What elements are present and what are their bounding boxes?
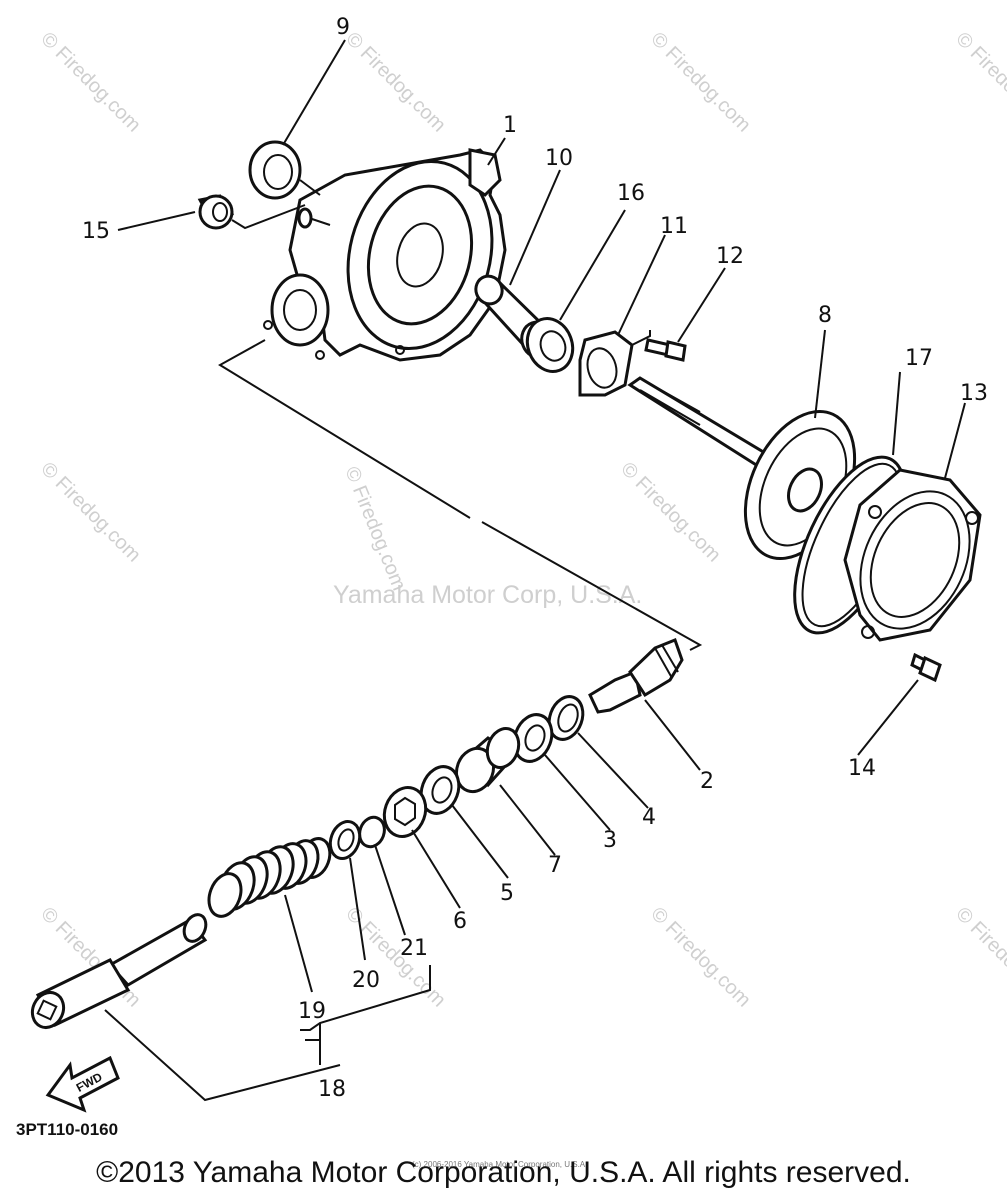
callout-4: 4 <box>642 805 656 830</box>
callout-2: 2 <box>700 769 714 794</box>
callout-18: 18 <box>318 1077 346 1102</box>
callout-20: 20 <box>352 968 380 993</box>
copyright-small: (c) 2006-2016 Yamaha Motor Corporation, … <box>412 1160 588 1169</box>
clip-21 <box>358 815 386 849</box>
leader-lines <box>117 39 966 993</box>
drive-shaft-18 <box>30 913 208 1030</box>
copyright-notice: ©2013 Yamaha Motor Corporation, U.S.A. A… <box>96 1156 911 1189</box>
callout-numbers: 9 1 10 16 11 12 15 8 17 13 14 2 4 3 7 5 … <box>82 15 988 1102</box>
cover-13 <box>843 468 982 642</box>
collar-15 <box>197 194 306 230</box>
watermark-center: Yamaha Motor Corp, U.S.A. <box>333 581 642 609</box>
plate-11 <box>578 330 634 397</box>
callout-11: 11 <box>660 214 688 239</box>
watermark-site-3: © Firedog.com <box>646 28 755 137</box>
callout-5: 5 <box>500 881 514 906</box>
final-gear-case <box>263 148 507 362</box>
callout-14: 14 <box>848 756 876 781</box>
watermark-site-4: © Firedog.com <box>951 28 1007 137</box>
callout-1: 1 <box>503 113 517 138</box>
callout-15: 15 <box>82 219 110 244</box>
callout-17: 17 <box>905 346 933 371</box>
bearing-5 <box>419 765 461 815</box>
watermark-site-11: © Firedog.com <box>951 903 1007 1012</box>
callout-8: 8 <box>818 303 832 328</box>
washer-20 <box>328 820 362 860</box>
watermark-site-10: © Firedog.com <box>646 903 755 1012</box>
callout-13: 13 <box>960 381 988 406</box>
callout-12: 12 <box>716 244 744 269</box>
reference-lines <box>104 339 703 1102</box>
washer-4 <box>547 695 585 741</box>
watermark-site-1: © Firedog.com <box>36 28 145 137</box>
bearing-9 <box>248 140 321 200</box>
watermark-site-7: © Firedog.com <box>616 458 725 567</box>
collar-7 <box>454 727 521 794</box>
bolt-14 <box>910 652 942 683</box>
watermark-site-9: © Firedog.com <box>341 903 450 1012</box>
watermark-site-2: © Firedog.com <box>341 28 450 137</box>
callout-3: 3 <box>603 828 617 853</box>
callout-7: 7 <box>548 853 562 878</box>
watermark-site-5: © Firedog.com <box>36 458 145 567</box>
callout-10: 10 <box>545 146 573 171</box>
fwd-arrow: FWD <box>45 1055 120 1113</box>
callout-6: 6 <box>453 909 467 934</box>
callout-16: 16 <box>617 181 645 206</box>
pinion-gear-2 <box>588 638 684 714</box>
nut-6 <box>382 786 428 838</box>
diagram-code: 3PT110-0160 <box>16 1120 119 1139</box>
callout-9: 9 <box>336 15 350 40</box>
callout-19: 19 <box>298 999 326 1024</box>
spring-19 <box>207 837 332 918</box>
watermark-site-6: © Firedog.com <box>340 464 410 594</box>
bolt-12 <box>631 330 687 362</box>
bearing-16 <box>525 317 575 373</box>
callout-21: 21 <box>400 936 428 961</box>
